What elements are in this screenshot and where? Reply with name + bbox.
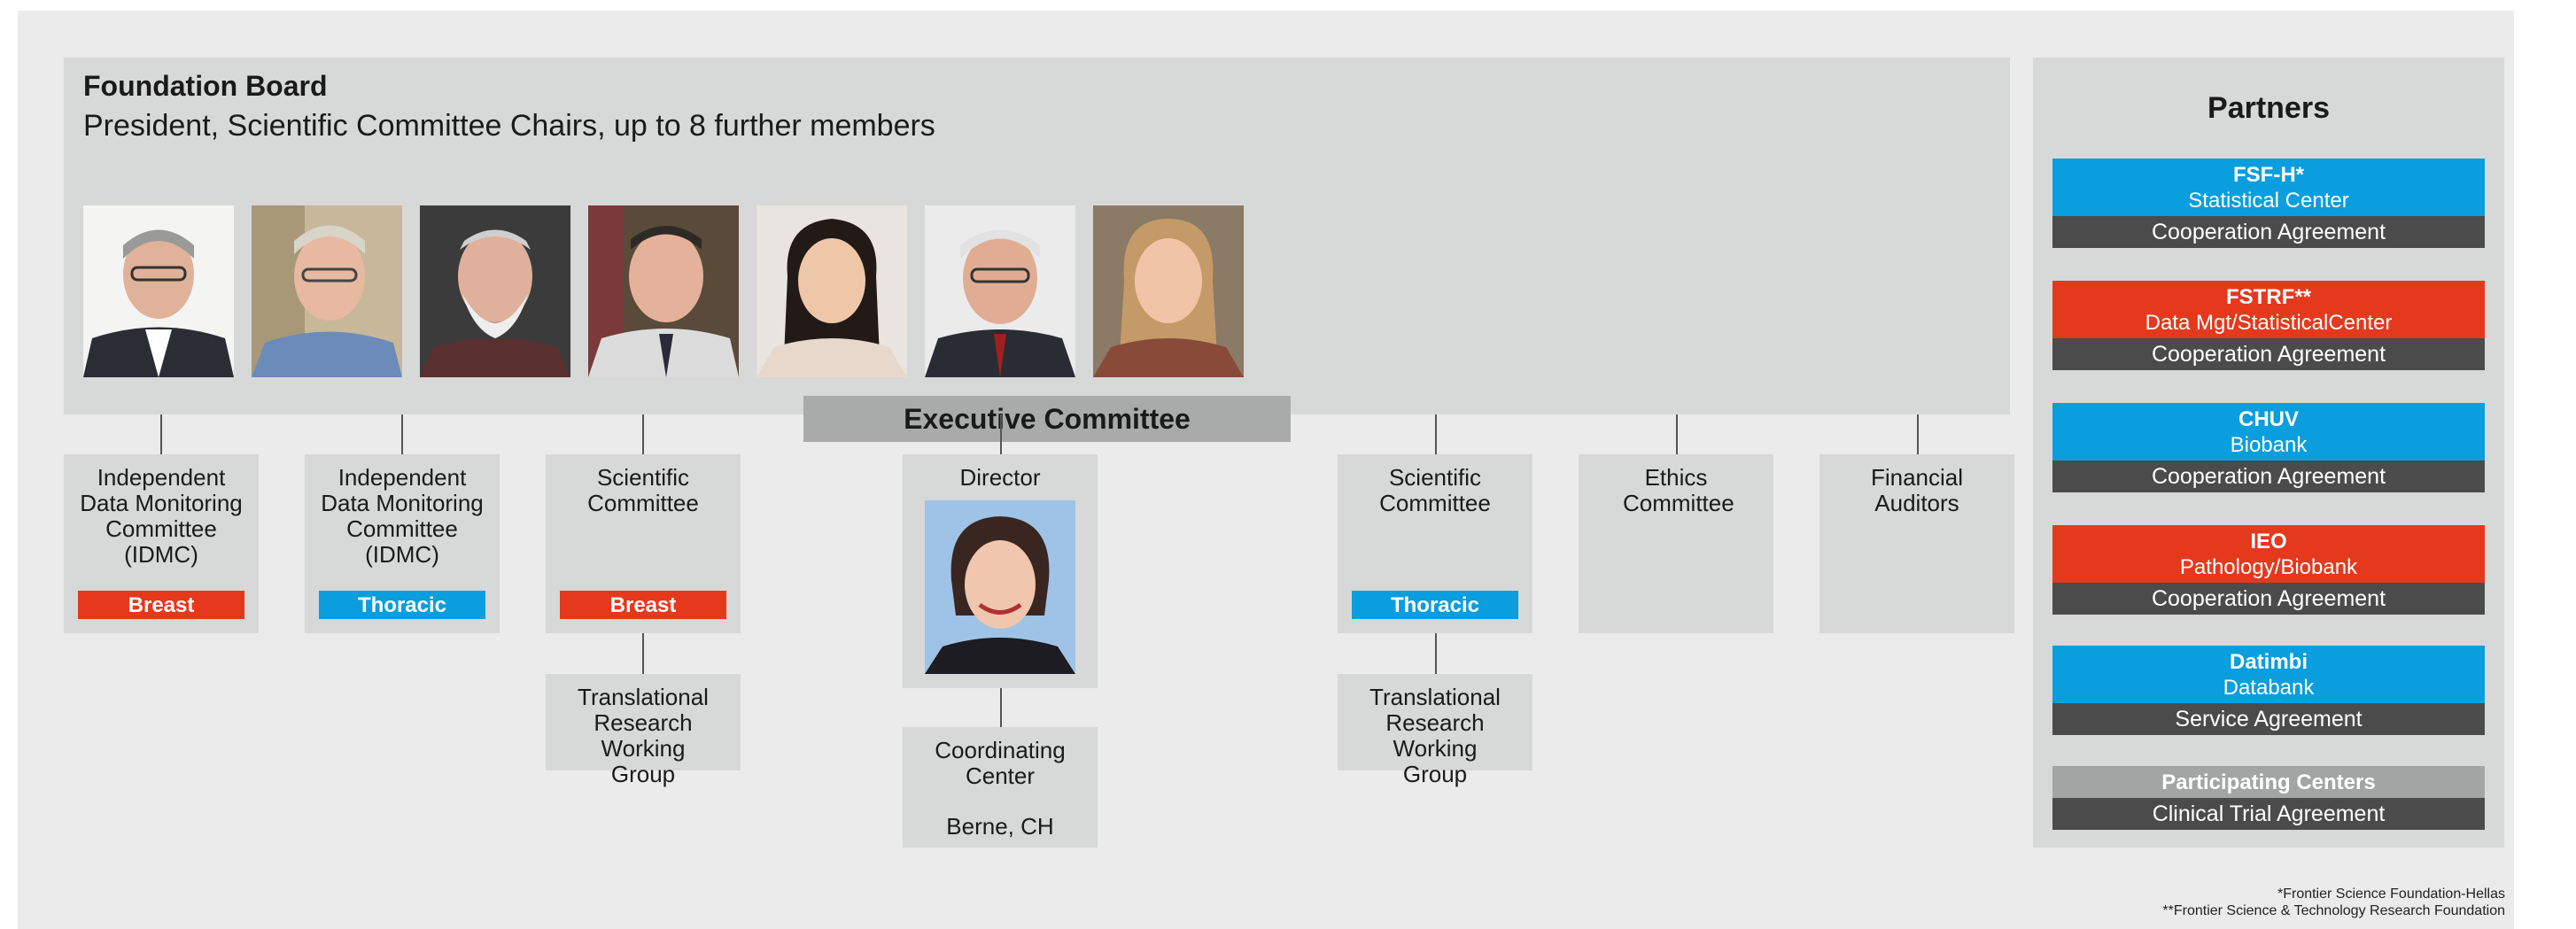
board-member-photo xyxy=(588,205,739,377)
partner-header: Datimbi Databank xyxy=(2052,646,2485,703)
connector-line xyxy=(642,633,644,674)
thoracic-tag: Thoracic xyxy=(319,591,485,619)
connector-line xyxy=(401,414,403,454)
idmc-breast-label: Independent Data Monitoring Committee (I… xyxy=(80,464,243,568)
translational-research-breast-box: Translational Research Working Group xyxy=(546,674,741,787)
coordinating-center-label: Coordinating Center xyxy=(935,737,1066,789)
idmc-thoracic-label: Independent Data Monitoring Committee (I… xyxy=(321,464,484,568)
director-box: Director xyxy=(903,454,1098,688)
coordinating-center-location: Berne, CH xyxy=(946,813,1054,840)
connector-line xyxy=(160,414,162,454)
footnote-fstrf: **Frontier Science & Technology Research… xyxy=(2162,903,2505,918)
org-chart-canvas: Foundation Board President, Scientific C… xyxy=(18,11,2514,929)
board-member-photo xyxy=(1093,205,1244,377)
partner-header: FSTRF** Data Mgt/StatisticalCenter xyxy=(2052,281,2485,338)
partner-agreement: Clinical Trial Agreement xyxy=(2052,798,2485,830)
footnotes: *Frontier Science Foundation-Hellas **Fr… xyxy=(2162,886,2505,919)
board-member-photo xyxy=(83,205,234,377)
partner-name: IEO xyxy=(2250,530,2287,554)
partner-role: Statistical Center xyxy=(2188,189,2349,213)
partner-ieo: IEO Pathology/Biobank Cooperation Agreem… xyxy=(2052,525,2485,615)
partner-fsfh: FSF-H* Statistical Center Cooperation Ag… xyxy=(2052,159,2485,248)
partners-panel: Partners FSF-H* Statistical Center Coope… xyxy=(2033,58,2504,848)
translational-research-breast-label: Translational Research Working Group xyxy=(578,684,709,787)
connector-line xyxy=(1676,414,1678,454)
partner-role: Pathology/Biobank xyxy=(2179,555,2358,579)
partner-name: FSTRF** xyxy=(2226,285,2311,309)
board-title: Foundation Board xyxy=(83,70,328,102)
thoracic-tag: Thoracic xyxy=(1352,591,1518,619)
partner-agreement: Cooperation Agreement xyxy=(2052,338,2485,370)
partner-name: Datimbi xyxy=(2229,650,2308,674)
partner-name: Participating Centers xyxy=(2161,770,2376,794)
board-member-photo xyxy=(252,205,402,377)
scientific-committee-breast-label: Scientific Committee xyxy=(587,464,699,516)
partner-agreement: Cooperation Agreement xyxy=(2052,583,2485,615)
scientific-committee-thoracic-box: Scientific Committee Thoracic xyxy=(1338,454,1532,633)
connector-line xyxy=(1000,688,1002,727)
partner-role: Biobank xyxy=(2230,433,2308,457)
partner-agreement: Cooperation Agreement xyxy=(2052,216,2485,248)
connector-line xyxy=(1435,414,1437,454)
partner-name: FSF-H* xyxy=(2233,163,2304,187)
partner-header: IEO Pathology/Biobank xyxy=(2052,525,2485,583)
partner-header: FSF-H* Statistical Center xyxy=(2052,159,2485,216)
partner-participating-centers: Participating Centers Clinical Trial Agr… xyxy=(2052,766,2485,830)
connector-line xyxy=(642,414,644,454)
breast-tag: Breast xyxy=(560,591,726,619)
board-member-photo xyxy=(925,205,1075,377)
partner-role: Data Mgt/StatisticalCenter xyxy=(2145,311,2393,335)
partner-header: Participating Centers xyxy=(2052,766,2485,798)
ethics-committee-label: Ethics Committee xyxy=(1623,464,1734,516)
translational-research-thoracic-label: Translational Research Working Group xyxy=(1369,684,1501,787)
partner-fstrf: FSTRF** Data Mgt/StatisticalCenter Coope… xyxy=(2052,281,2485,370)
partners-title: Partners xyxy=(2207,91,2330,125)
partner-name: CHUV xyxy=(2238,407,2299,431)
scientific-committee-thoracic-label: Scientific Committee xyxy=(1379,464,1491,516)
partner-agreement: Service Agreement xyxy=(2052,703,2485,735)
connector-line xyxy=(1917,414,1919,454)
ethics-committee-box: Ethics Committee xyxy=(1579,454,1773,633)
partner-header: CHUV Biobank xyxy=(2052,403,2485,461)
executive-committee-label: Executive Committee xyxy=(803,396,1291,442)
foundation-board-panel: Foundation Board President, Scientific C… xyxy=(64,58,2010,442)
footnote-fsfh: *Frontier Science Foundation-Hellas xyxy=(2277,886,2505,902)
translational-research-thoracic-box: Translational Research Working Group xyxy=(1338,674,1532,787)
scientific-committee-breast-box: Scientific Committee Breast xyxy=(546,454,741,633)
financial-auditors-box: Financial Auditors xyxy=(1819,454,2014,633)
director-photo xyxy=(925,500,1075,674)
idmc-thoracic-box: Independent Data Monitoring Committee (I… xyxy=(305,454,500,633)
director-label: Director xyxy=(959,464,1041,491)
partner-chuv: CHUV Biobank Cooperation Agreement xyxy=(2052,403,2485,492)
partner-role: Databank xyxy=(2223,676,2315,700)
connector-line xyxy=(1435,633,1437,674)
coordinating-center-box: Coordinating Center Berne, CH xyxy=(903,727,1098,848)
breast-tag: Breast xyxy=(78,591,244,619)
connector-line xyxy=(1000,414,1002,454)
financial-auditors-label: Financial Auditors xyxy=(1870,464,1964,516)
board-subtitle: President, Scientific Committee Chairs, … xyxy=(83,109,935,143)
board-member-photo xyxy=(757,205,907,377)
partner-datimbi: Datimbi Databank Service Agreement xyxy=(2052,646,2485,735)
board-member-photo xyxy=(420,205,570,377)
idmc-breast-box: Independent Data Monitoring Committee (I… xyxy=(64,454,259,633)
partner-agreement: Cooperation Agreement xyxy=(2052,461,2485,492)
